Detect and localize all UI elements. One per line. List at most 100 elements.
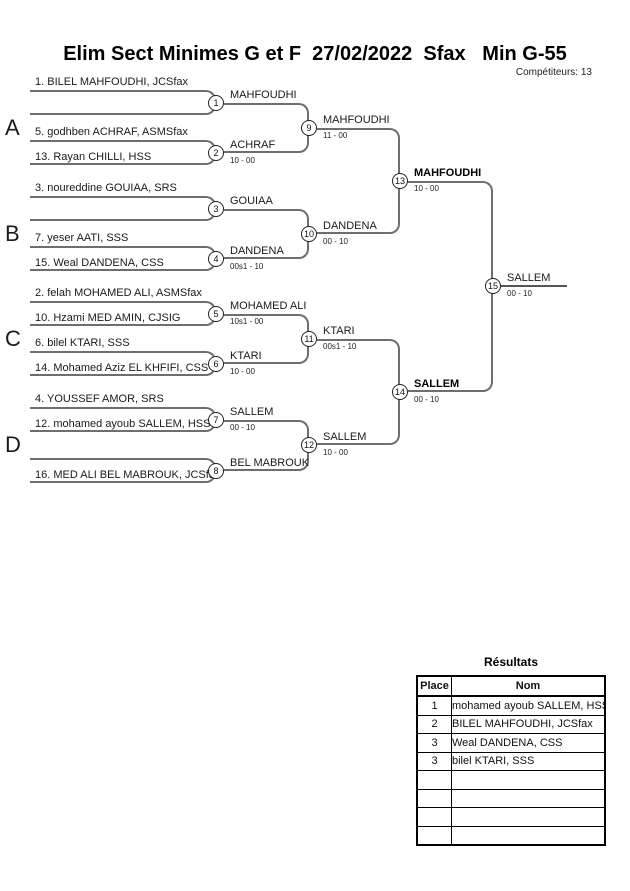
- match-winner-label: MAHFOUDHI: [230, 88, 297, 101]
- place-cell: [416, 825, 452, 846]
- match-score: 00 - 10: [507, 289, 532, 299]
- bracket-connector: [224, 445, 309, 471]
- bracket-connector: [317, 180, 400, 234]
- table-row: [416, 788, 606, 808]
- match-score: 10s1 - 00: [230, 316, 264, 326]
- match-number-badge: 14: [392, 383, 408, 400]
- place-cell: 3: [416, 733, 452, 753]
- results-heading: Résultats: [483, 655, 539, 669]
- match-number-badge: 8: [208, 462, 224, 479]
- match-score: 00 - 10: [414, 394, 439, 404]
- match-winner-label: SALLEM: [414, 377, 460, 390]
- match-number-badge: 12: [301, 437, 317, 453]
- name-cell: Weal DANDENA, CSS: [451, 733, 606, 753]
- table-row: [416, 807, 606, 827]
- place-cell: 2: [416, 714, 452, 734]
- champion-line: [501, 285, 567, 288]
- competitors-count: Compétiteurs: 13: [515, 67, 592, 78]
- match-score: 10 - 00: [230, 155, 255, 165]
- match-score: 10 - 00: [230, 366, 255, 376]
- bracket-connector: [317, 391, 400, 445]
- group-letter: B: [5, 220, 20, 246]
- group-letter: A: [5, 114, 20, 140]
- bracket-connector: [30, 208, 216, 221]
- bracket-connector: [408, 180, 493, 287]
- match-number-badge: 7: [208, 411, 224, 428]
- bracket-connector: [30, 102, 216, 115]
- match-score: 10 - 00: [414, 183, 439, 193]
- match-number-badge: 1: [208, 94, 224, 111]
- match-winner-label: SALLEM: [230, 405, 274, 418]
- match-score: 00s1 - 10: [323, 341, 357, 351]
- group-letter: D: [5, 432, 21, 457]
- match-number-badge: 2: [208, 144, 224, 161]
- bracket-entry: 5. godhben ACHRAF, ASMSfax: [35, 126, 188, 138]
- name-cell: bilel KTARI, SSS: [451, 751, 606, 771]
- match-winner-label: ACHRAF: [230, 138, 276, 151]
- match-winner-label: DANDENA: [230, 244, 284, 257]
- match-winner-label: KTARI: [323, 324, 355, 337]
- match-winner-label: BEL MABROUK: [230, 456, 310, 469]
- results-col-place: Place: [416, 675, 452, 697]
- match-number-badge: 13: [392, 172, 408, 189]
- match-winner-label: MAHFOUDHI: [323, 113, 390, 126]
- match-winner-label: GOUIAA: [230, 194, 273, 207]
- place-cell: 3: [416, 751, 452, 771]
- match-number-badge: 3: [208, 200, 224, 217]
- match-winner-label: SALLEM: [507, 272, 551, 285]
- table-row: [416, 825, 606, 846]
- match-number-badge: 11: [301, 330, 317, 347]
- match-number-badge: 9: [301, 119, 317, 136]
- bracket-connector: [317, 338, 400, 392]
- bracket-entry: 16. MED ALI BEL MABROUK, JCSfax: [35, 469, 221, 481]
- name-cell: [451, 825, 606, 846]
- bracket-entry: 2. felah MOHAMED ALI, ASMSfax: [35, 287, 202, 299]
- bracket-entry: 7. yeser AATI, SSS: [35, 232, 129, 244]
- match-winner-label: DANDENA: [323, 219, 377, 232]
- bracket-connector: [224, 127, 309, 153]
- bracket-entry: 10. Hzami MED AMIN, CJSIG: [35, 312, 181, 324]
- bracket-connector: [224, 313, 309, 339]
- match-score: 11 - 00: [323, 130, 348, 140]
- bracket-connector: [224, 338, 309, 364]
- bracket-connector: [408, 286, 493, 392]
- results-col-nom: Nom: [451, 675, 606, 697]
- place-cell: [416, 807, 452, 827]
- match-number-badge: 10: [301, 225, 317, 242]
- page-title: Elim Sect Minimes G et F 27/02/2022 Sfax…: [63, 43, 567, 65]
- match-winner-label: KTARI: [230, 349, 262, 362]
- place-cell: 1: [416, 695, 452, 716]
- bracket-entry: 15. Weal DANDENA, CSS: [35, 257, 164, 269]
- bracket-connector: [224, 419, 309, 445]
- match-number-badge: 4: [208, 250, 224, 267]
- match-score: 10 - 00: [323, 448, 348, 457]
- name-cell: [451, 770, 606, 790]
- match-number-badge: 15: [485, 278, 501, 295]
- name-cell: [451, 788, 606, 808]
- bracket-entry: 3. noureddine GOUIAA, SRS: [35, 182, 177, 194]
- bracket-connector: [224, 102, 309, 128]
- match-winner-label: MAHFOUDHI: [414, 166, 482, 179]
- bracket-connector: [30, 90, 216, 103]
- match-score: 00 - 10: [230, 422, 255, 432]
- match-score: 00s1 - 10: [230, 261, 264, 271]
- bracket-entry: 12. mohamed ayoub SALLEM, HSS: [35, 418, 211, 430]
- bracket-entry: 4. YOUSSEF AMOR, SRS: [35, 393, 164, 405]
- table-row: [416, 770, 606, 790]
- bracket-entry: 6. bilel KTARI, SSS: [35, 337, 130, 349]
- bracket-entry: 1. BILEL MAHFOUDHI, JCSfax: [35, 76, 189, 88]
- match-score: 00 - 10: [323, 236, 348, 246]
- bracket-connector: [317, 127, 400, 181]
- bracket-connector: [224, 208, 309, 234]
- match-number-badge: 5: [208, 305, 224, 322]
- name-cell: [451, 807, 606, 827]
- bracket-connector: [224, 233, 309, 259]
- bracket-entry: 13. Rayan CHILLI, HSS: [35, 151, 152, 163]
- match-number-badge: 6: [208, 355, 224, 372]
- name-cell: BILEL MAHFOUDHI, JCSfax: [451, 714, 606, 734]
- bracket-connector: [30, 196, 216, 209]
